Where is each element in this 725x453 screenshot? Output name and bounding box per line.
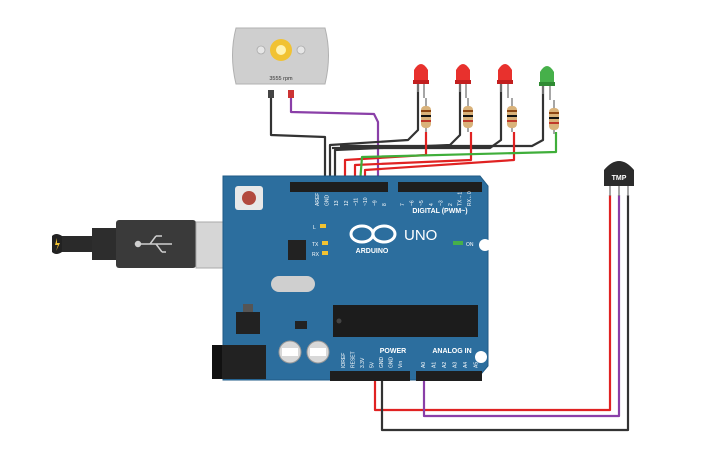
analog-pin-label: A1 [432,362,438,368]
arduino-logo-icon [349,224,397,244]
digital-pin-label: TX→1 [458,192,464,206]
arduino-model: UNO [404,227,437,244]
digital-header-left[interactable] [290,182,388,192]
digital-pin-label: 2 [448,203,454,206]
led-red-2[interactable] [455,64,471,98]
power-label: POWER [380,348,406,355]
analog-pin-label: A2 [442,362,448,368]
tx-label: TX [312,242,319,248]
power-pin-label: 3.3V [360,357,366,368]
led-red-1[interactable] [413,64,429,98]
wire-led1-gnd[interactable] [328,78,420,182]
digital-pin-label: GND [325,195,331,207]
power-pin-label: Vin [398,361,404,368]
digital-pin-label: ~11 [353,198,359,206]
power-bolt-icon [55,238,60,251]
resistor-3[interactable] [507,98,517,132]
analog-header[interactable] [416,371,482,381]
tmp-sensor[interactable]: TMP [604,161,634,196]
resistor-1[interactable] [421,98,431,132]
digital-pin-label: 12 [344,200,350,206]
wires [269,78,630,432]
digital-pin-label: ~3 [438,200,444,206]
resistor-2[interactable] [463,98,473,132]
reset-button[interactable] [235,186,263,210]
motor-rpm-label: 3555 rpm [269,76,293,82]
analog-label: ANALOG IN [432,348,471,355]
mount-hole [479,239,491,251]
digital-pin-label: 8 [382,203,388,206]
digital-pin-label: 7 [400,203,406,206]
digital-pin-label: AREF [315,193,321,206]
wire-led2-signal[interactable] [353,132,473,183]
digital-pin-label: ~9 [373,200,379,206]
led-red-3[interactable] [497,64,513,98]
analog-pin-label: A4 [463,362,469,368]
atmega-chip [333,305,478,337]
resistor-4[interactable] [549,100,559,134]
analog-pin-labels: A0 A1 A2 A3 A4 A5 [421,362,480,368]
l-led-label: L [313,225,316,231]
wire-tmp-5v[interactable] [373,195,612,412]
analog-pin-label: A3 [453,362,459,368]
wire-tmp-gnd[interactable] [380,195,630,432]
digital-pin-label: ~5 [419,200,425,206]
digital-label: DIGITAL (PWM~) [412,208,467,215]
power-pin-label: IOREF [341,353,347,368]
led-green[interactable] [539,66,555,100]
usb-chip [288,240,306,260]
rx-label: RX [312,252,320,258]
wire-led2-gnd[interactable] [333,78,462,182]
crystal [271,276,315,292]
wire-tmp-signal[interactable] [422,195,621,418]
digital-pin-label: RX←0 [467,191,473,206]
power-jack[interactable] [212,345,266,379]
analog-pin-label: A0 [421,362,427,368]
digital-pin-label: 4 [429,203,435,206]
power-pin-label: RESET [351,351,357,368]
power-pin-label: GND [379,357,385,369]
arduino-brand: ARDUINO [356,248,389,255]
wire-led4-gnd[interactable] [340,82,545,148]
analog-pin-label: A5 [474,362,480,368]
digital-pin-label: 13 [334,200,340,206]
tmp-sensor-label: TMP [612,175,627,182]
digital-pin-label: ~10 [363,197,369,206]
mount-hole [475,351,487,363]
wire-led3-gnd[interactable] [332,78,503,150]
digital-header-right[interactable] [398,182,482,192]
power-header[interactable] [330,371,410,381]
power-pin-label: GND [389,357,395,369]
wire-led1-signal[interactable] [343,132,428,183]
on-label: ON [466,242,474,248]
wire-motor-gnd[interactable] [269,98,327,182]
wire-led4-signal[interactable] [358,132,558,184]
voltage-regulator [236,312,260,334]
digital-pin-label: ~6 [410,200,416,206]
dc-motor[interactable]: 3555 rpm [232,27,329,98]
power-pin-label: 5V [370,361,376,368]
usb-icon [134,235,172,253]
